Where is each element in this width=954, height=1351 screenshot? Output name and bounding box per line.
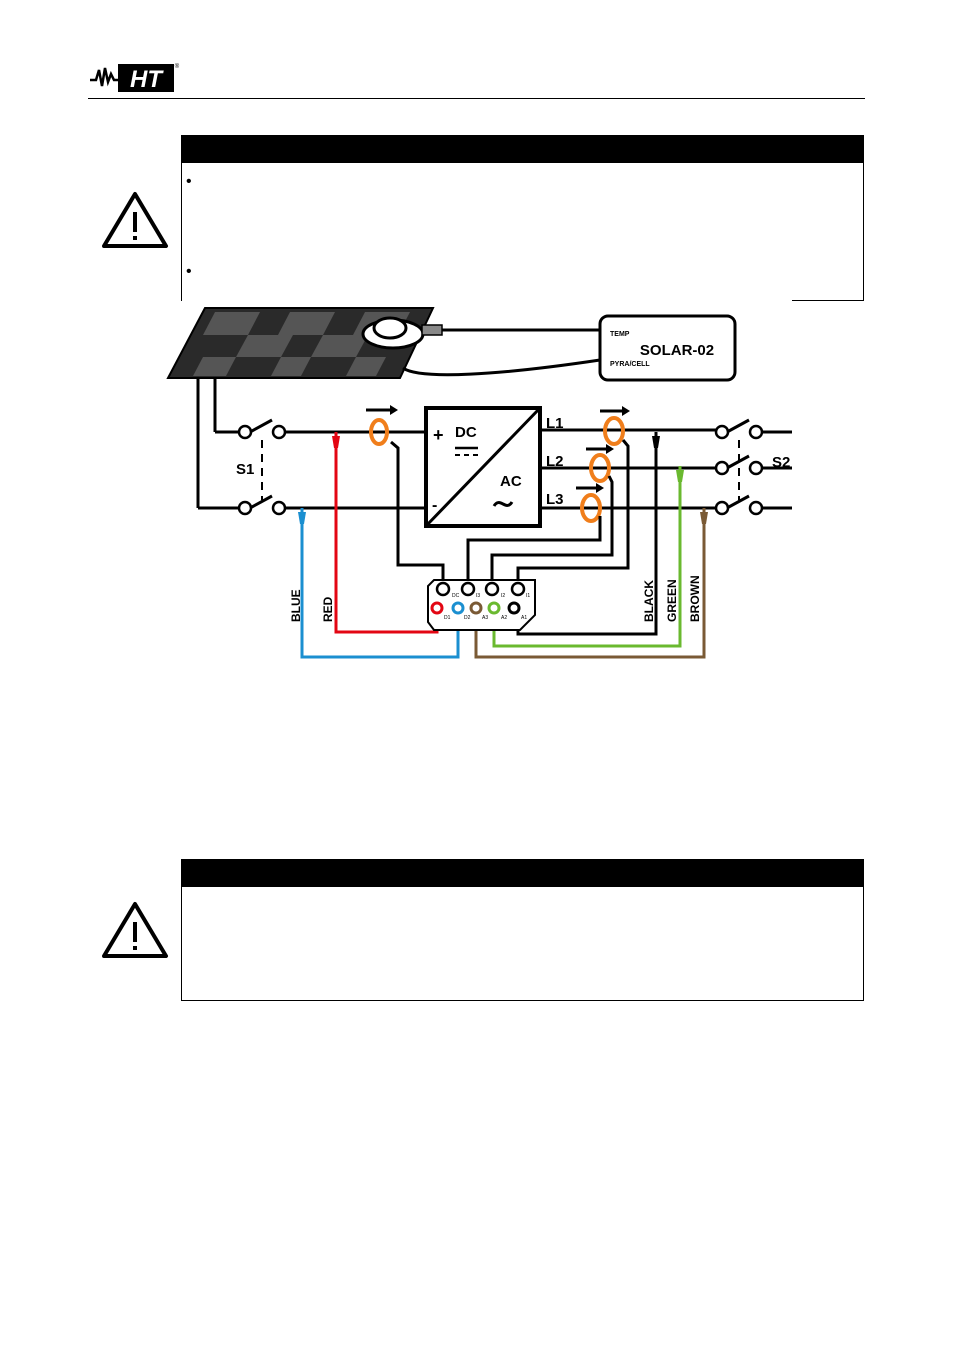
terminal-label-a2: A2 [501,615,507,621]
warning-triangle-icon [100,190,170,255]
switch-s2-label: S2 [772,454,790,471]
port-pyra-cell-label: PYRA/CELL [610,361,650,368]
warning-header-bar [181,135,864,163]
wire-label-green: GREEN [665,579,679,622]
wire-label-red: RED [321,596,335,622]
ac-current-clamp-l2 [586,444,614,483]
terminal-label-i2: I2 [501,593,505,599]
phase-l2-label: L2 [546,453,564,470]
ac-current-clamp-l3 [576,483,604,523]
terminal-label-dc: DC [452,593,460,599]
wire-label-black: BLACK [642,580,656,622]
terminal-label-i1: I1 [526,593,530,599]
wiring-diagram: TEMP PYRA/CELL SOLAR-02 S1 + DC - AC [160,300,800,675]
wire-label-brown: BROWN [688,575,702,622]
warning-header-bar-bottom [181,859,864,887]
brown-lead [474,508,706,659]
terminal-label-d2: D2 [464,615,471,621]
solar-02-device: TEMP PYRA/CELL SOLAR-02 [598,314,737,382]
inverter-minus: - [432,497,437,514]
terminal-label-a1: A1 [521,615,527,621]
dc-current-clamp [366,405,398,446]
instrument-connector: DC I3 I2 I1 D1 D2 A3 A2 A1 [427,579,536,631]
logo-text: HT [130,66,164,93]
inverter-plus: + [433,425,444,445]
ac-current-clamp-l1 [600,406,630,446]
warning-triangle-icon [100,900,170,965]
probe-tips [298,436,708,524]
pyranometer-sensor [361,316,443,350]
blue-lead [300,508,460,659]
ht-logo: HT ® [88,60,180,94]
inverter: + DC - AC [424,406,542,528]
terminal-label-d1: D1 [444,615,451,621]
warning-box-bottom [181,887,864,1001]
logo-registered-mark: ® [175,63,180,70]
warning-box-top [181,163,864,301]
warning-bullet-1: • [186,173,192,190]
terminal-label-a3: A3 [482,615,488,621]
port-temp-label: TEMP [610,331,630,338]
warning-bullet-2: • [186,263,192,280]
red-lead [334,432,439,634]
phase-l1-label: L1 [546,415,564,432]
terminal-label-i3: I3 [476,593,480,599]
switch-s2: S2 [714,418,792,516]
header-divider [88,98,865,99]
inverter-ac-label: AC [500,473,522,490]
phase-l3-label: L3 [546,491,564,508]
device-name: SOLAR-02 [640,342,714,359]
switch-s1-label: S1 [236,461,254,478]
switch-s1: S1 [236,418,287,516]
inverter-dc-label: DC [455,424,477,441]
wire-label-blue: BLUE [289,589,303,622]
